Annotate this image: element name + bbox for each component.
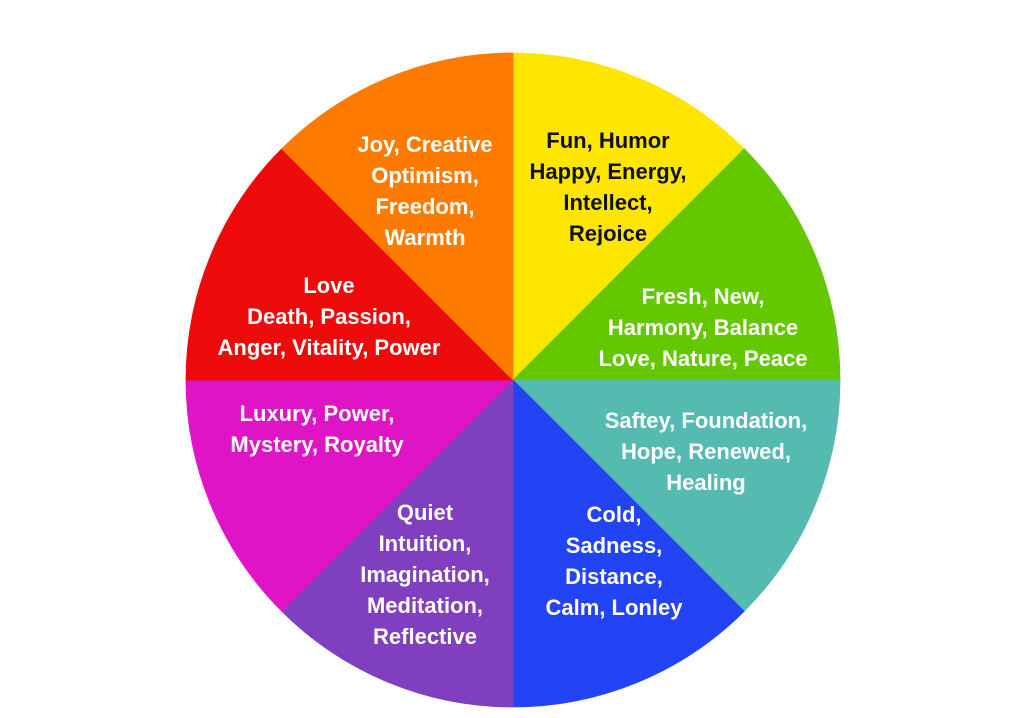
label-yellow-line: Rejoice (569, 221, 647, 246)
label-green-line: Love, Nature, Peace (598, 346, 807, 371)
label-teal: Saftey, Foundation, Hope, Renewed, Healing (605, 408, 807, 495)
label-yellow-line: Intellect, (563, 190, 652, 215)
label-red-line: Death, Passion, (247, 304, 411, 329)
label-teal-line: Saftey, Foundation, (605, 408, 807, 433)
label-blue-line: Distance, (565, 564, 663, 589)
label-teal-line: Hope, Renewed, (621, 439, 791, 464)
label-purple-line: Reflective (373, 624, 477, 649)
segment-purple (281, 379, 514, 708)
label-red-line: Anger, Vitality, Power (218, 335, 441, 360)
label-blue: Cold, Sadness, Distance, Calm, Lonley (546, 502, 684, 620)
label-magenta-line: Luxury, Power, (240, 401, 395, 426)
label-blue-line: Sadness, (566, 533, 663, 558)
label-blue-line: Cold, (587, 502, 642, 527)
label-purple-line: Meditation, (367, 593, 483, 618)
label-yellow-line: Fun, Humor (546, 128, 670, 153)
label-blue-line: Calm, Lonley (546, 595, 684, 620)
label-teal-line: Healing (666, 470, 745, 495)
label-purple-line: Intuition, (379, 531, 472, 556)
label-orange-line: Optimism, (371, 163, 479, 188)
label-purple-line: Imagination, (360, 562, 490, 587)
segment-orange (281, 52, 514, 381)
label-green-line: Harmony, Balance (608, 315, 798, 340)
label-green-line: Fresh, New, (642, 284, 765, 309)
label-purple-line: Quiet (397, 500, 454, 525)
label-yellow-line: Happy, Energy, (530, 159, 687, 184)
label-magenta: Luxury, Power, Mystery, Royalty (230, 401, 404, 457)
label-orange-line: Warmth (384, 225, 465, 250)
segment-red (185, 148, 514, 381)
segment-yellow (512, 52, 745, 381)
label-magenta-line: Mystery, Royalty (230, 432, 404, 457)
segment-magenta (185, 379, 514, 612)
label-orange-line: Freedom, (375, 194, 474, 219)
segment-teal (512, 379, 841, 612)
segment-blue (512, 379, 745, 708)
label-orange-line: Joy, Creative (357, 132, 492, 157)
label-red-line: Love (303, 273, 354, 298)
segment-green (512, 148, 841, 381)
